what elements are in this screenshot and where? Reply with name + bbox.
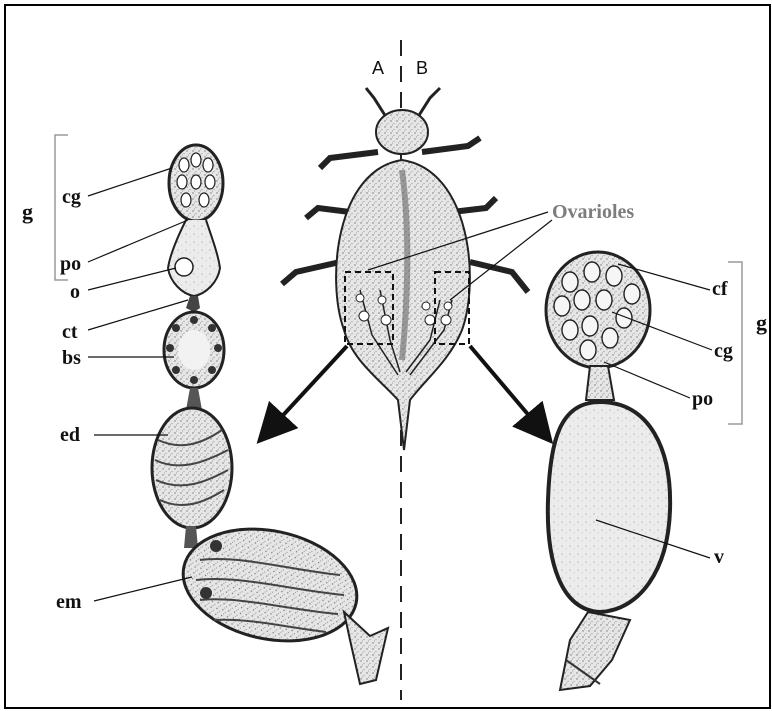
label-right-g: g	[756, 310, 767, 335]
side-label-a: A	[372, 58, 384, 78]
arrow-left	[262, 346, 347, 438]
label-left-ct: ct	[62, 321, 78, 343]
ovarioles-label: Ovarioles	[552, 201, 634, 223]
side-label-b: B	[416, 58, 428, 78]
arrow-right	[470, 346, 548, 438]
right-ovariole	[546, 252, 670, 690]
label-left-ed: ed	[60, 424, 80, 446]
label-left-bs: bs	[62, 347, 81, 369]
label-right-v: v	[714, 546, 724, 568]
label-left-po: po	[60, 253, 81, 275]
label-right-cg: cg	[714, 340, 733, 362]
label-left-em: em	[56, 591, 82, 613]
label-left-g: g	[22, 199, 33, 224]
left-label-group	[88, 168, 192, 601]
insect-body	[282, 88, 528, 450]
label-right-cf: cf	[712, 278, 728, 300]
label-left-cg: cg	[62, 186, 81, 208]
label-left-o: o	[70, 281, 80, 303]
label-right-po: po	[692, 388, 713, 410]
